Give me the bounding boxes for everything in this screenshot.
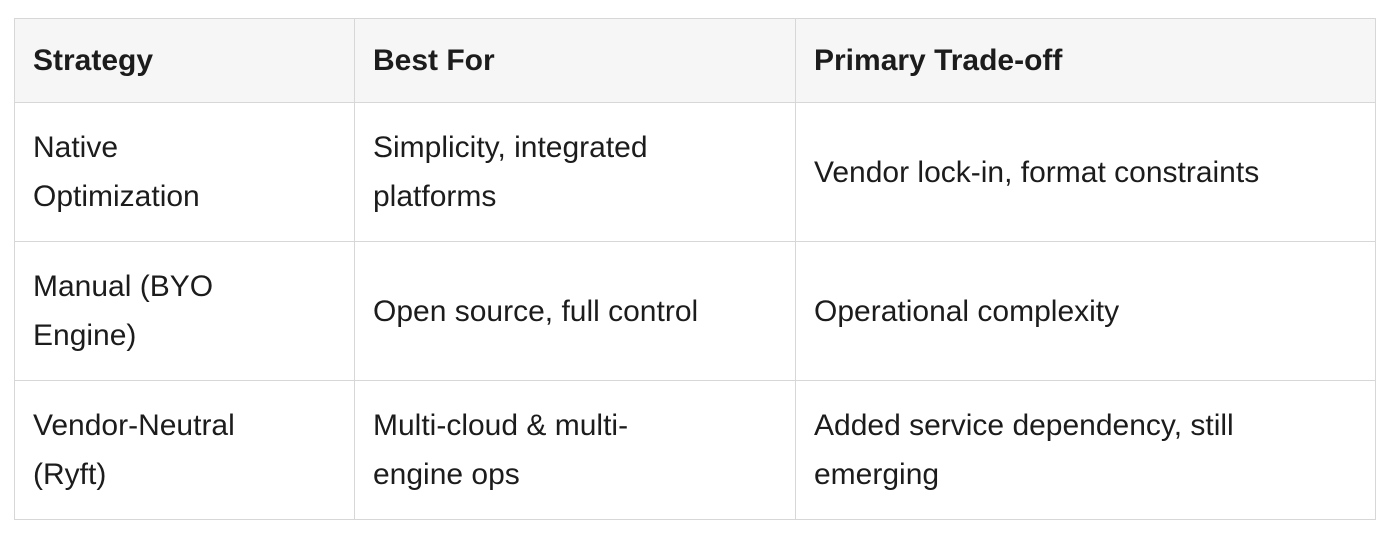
column-header-strategy: Strategy [14, 18, 355, 103]
strategy-comparison-table: Strategy Best For Primary Trade-off Nati… [14, 18, 1376, 520]
cell-trade-off: Vendor lock-in, format constraints [795, 102, 1376, 242]
cell-trade-off: Operational complexity [795, 241, 1376, 381]
cell-trade-off: Added service dependency, still emerging [795, 380, 1376, 520]
table-header-row: Strategy Best For Primary Trade-off [14, 18, 1376, 103]
cell-best-for: Open source, full control [354, 241, 796, 381]
column-header-best-for: Best For [354, 18, 796, 103]
cell-best-for: Simplicity, integrated platforms [354, 102, 796, 242]
cell-strategy: Native Optimization [14, 102, 355, 242]
cell-best-for: Multi-cloud & multi- engine ops [354, 380, 796, 520]
table-row: Manual (BYO Engine) Open source, full co… [14, 241, 1376, 381]
table-row: Vendor-Neutral (Ryft) Multi-cloud & mult… [14, 380, 1376, 520]
cell-strategy: Manual (BYO Engine) [14, 241, 355, 381]
column-header-trade-off: Primary Trade-off [795, 18, 1376, 103]
cell-strategy: Vendor-Neutral (Ryft) [14, 380, 355, 520]
table-row: Native Optimization Simplicity, integrat… [14, 102, 1376, 242]
